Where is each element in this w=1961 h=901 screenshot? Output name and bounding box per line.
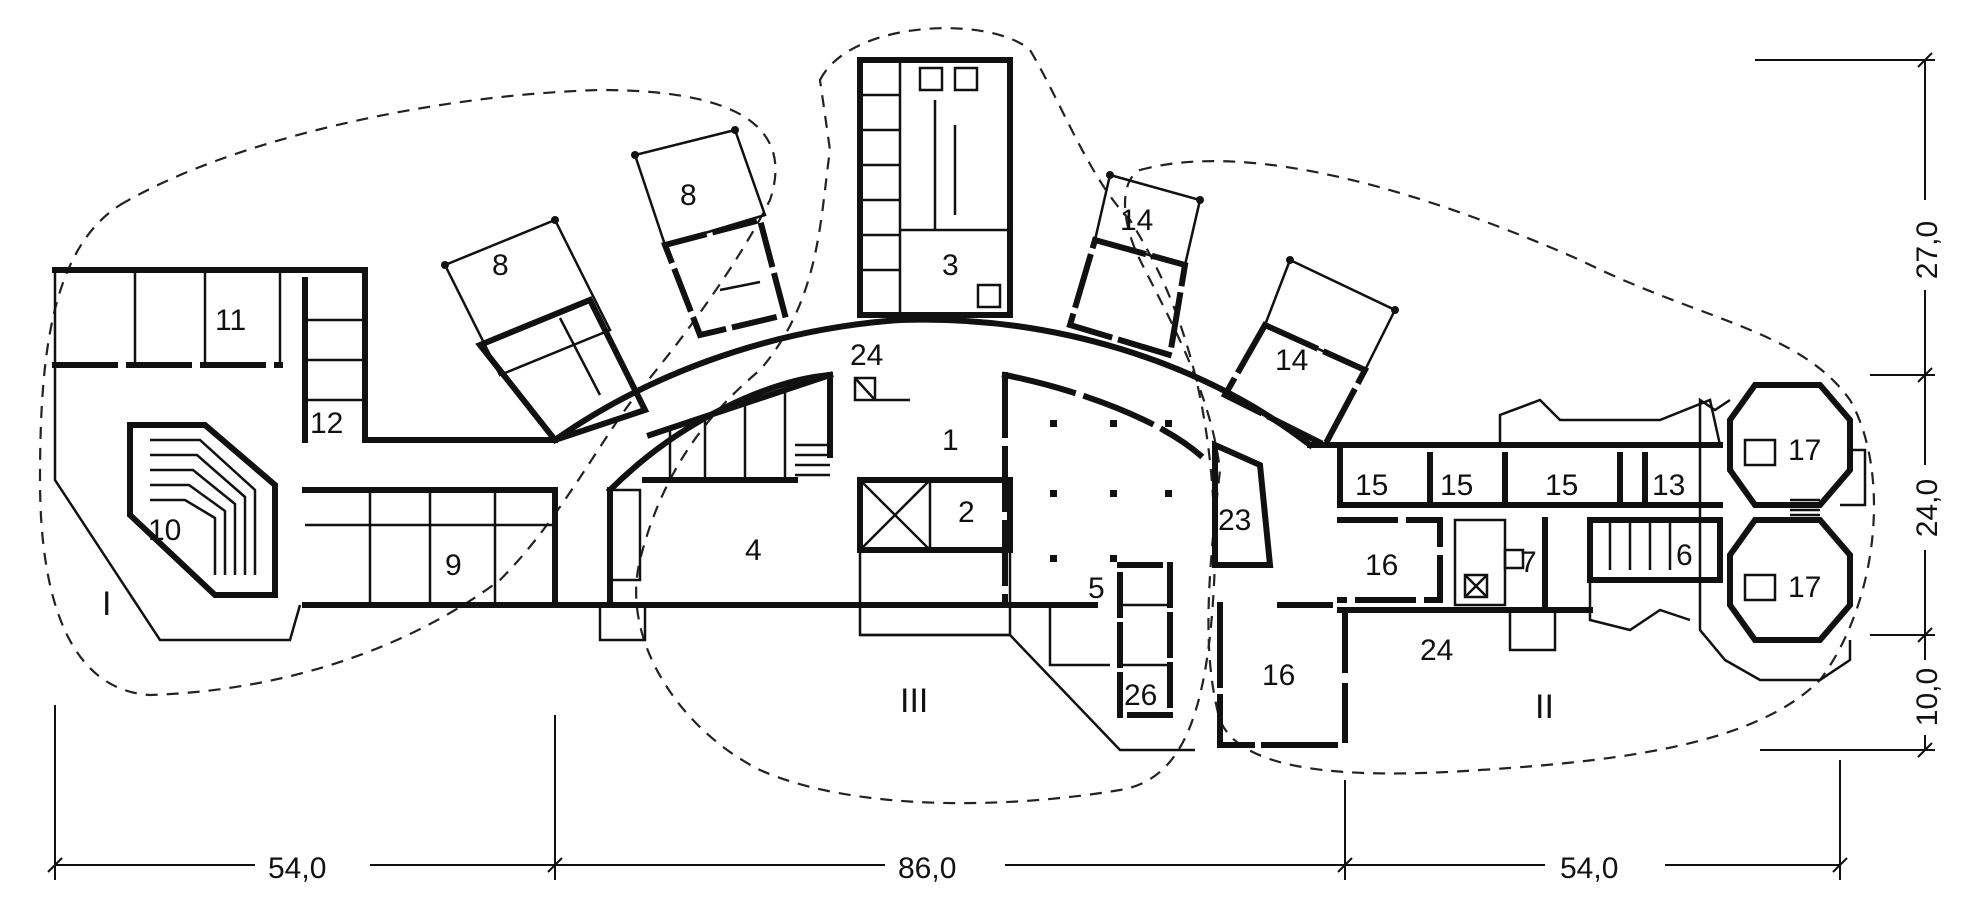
room-label-13: 13 — [1652, 469, 1685, 502]
room-2-block — [853, 376, 1195, 752]
pod-14a — [1066, 173, 1202, 359]
room-label-2: 2 — [958, 496, 975, 529]
central-block — [598, 371, 1098, 642]
room-label-3: 3 — [942, 249, 959, 282]
room-label-15a: 15 — [1355, 469, 1388, 502]
room-label-5: 5 — [1088, 572, 1105, 605]
room-label-11: 11 — [215, 304, 246, 337]
pod-8a — [443, 218, 650, 444]
auditorium-10-wall — [127, 422, 278, 598]
room-23-wall — [1212, 440, 1274, 568]
room-label-14a: 14 — [1120, 204, 1153, 237]
wall-arc-east-inner — [1001, 371, 1205, 460]
room-label-15b: 15 — [1440, 469, 1473, 502]
room-label-6: 6 — [1676, 539, 1693, 572]
zone-label-III: III — [900, 682, 928, 720]
dimension-lines-bottom — [47, 705, 1848, 880]
room-label-16a: 16 — [1365, 549, 1398, 582]
wall-west-top — [52, 267, 368, 443]
zone-outline-II — [1124, 160, 1876, 775]
auditorium-seating — [150, 438, 257, 575]
room-label-12: 12 — [310, 407, 343, 440]
dimension-lines-right — [1755, 52, 1935, 758]
room-label-17b: 17 — [1788, 571, 1821, 604]
room-label-9: 9 — [445, 549, 462, 582]
pod-8b — [633, 128, 789, 339]
room-label-15c: 15 — [1545, 469, 1578, 502]
dimension-right-1: 27,0 — [1911, 221, 1944, 279]
zone-outline-III — [635, 27, 1217, 805]
room-label-24a: 24 — [850, 339, 883, 372]
room-label-7: 7 — [1520, 546, 1537, 579]
room-label-23: 23 — [1218, 504, 1251, 537]
room-label-16b: 16 — [1262, 659, 1295, 692]
wall-arc-outer — [550, 316, 1315, 450]
room-label-8a: 8 — [492, 249, 509, 282]
room-label-10: 10 — [148, 514, 181, 547]
hall-5 — [1002, 372, 1173, 718]
room-label-24b: 24 — [1420, 634, 1453, 667]
east-wing — [1217, 382, 1867, 748]
room-label-26: 26 — [1124, 679, 1157, 712]
dimension-right-3: 10,0 — [1911, 668, 1944, 726]
dimension-bottom-2: 86,0 — [898, 852, 956, 885]
zone-outline-I — [38, 88, 777, 697]
tower-3 — [857, 57, 1013, 318]
wall-west-left — [53, 270, 302, 642]
room-label-4: 4 — [745, 534, 762, 567]
room-label-8b: 8 — [680, 179, 697, 212]
dimension-right-2: 24,0 — [1911, 479, 1944, 537]
room-label-17a: 17 — [1788, 434, 1821, 467]
room-label-14b: 14 — [1275, 344, 1308, 377]
pod-14b — [1220, 258, 1397, 449]
dimension-bottom-1: 54,0 — [268, 852, 326, 885]
zone-label-I: I — [102, 585, 111, 623]
pod-corner-posts — [441, 126, 1399, 314]
octagon-17-bottom — [1727, 517, 1853, 643]
wall-arc-inner — [605, 371, 834, 495]
zone-label-II: II — [1535, 688, 1554, 726]
room-label-1: 1 — [942, 424, 959, 457]
dimension-bottom-3: 54,0 — [1560, 852, 1618, 885]
